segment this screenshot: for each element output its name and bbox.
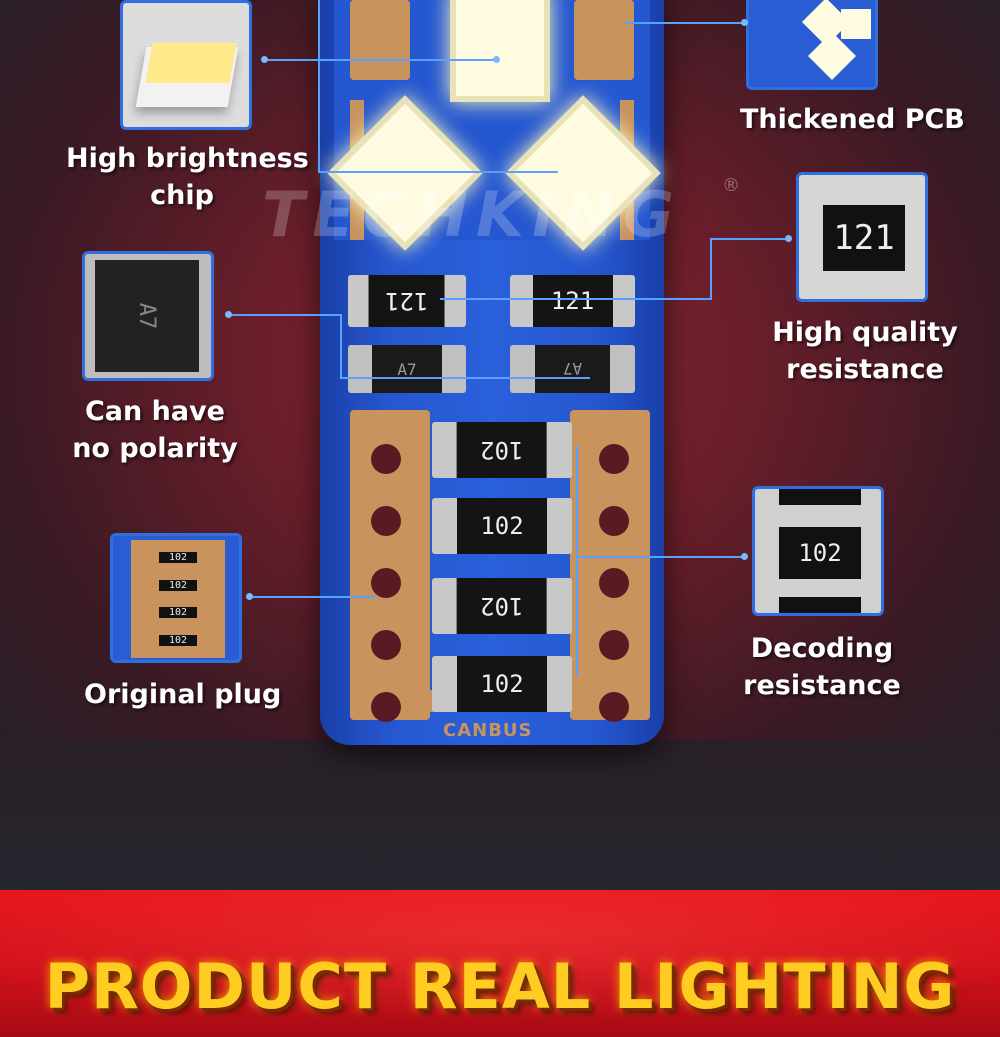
callout-line <box>440 298 712 300</box>
decoding-label: Decoding resistance <box>743 633 901 701</box>
plug-label: Original plug <box>84 679 282 710</box>
plug-hole <box>599 568 629 598</box>
chip-thumbnail <box>120 0 252 130</box>
bottom-banner <box>0 890 1000 1037</box>
plug-hole <box>371 630 401 660</box>
led-chip-top <box>450 0 550 102</box>
plug-hole <box>599 444 629 474</box>
decoding-resistor-2: 102 <box>432 498 572 554</box>
callout-line <box>250 596 375 598</box>
callout-line <box>264 59 496 61</box>
decoding-resistor-4: 102 <box>432 656 572 712</box>
plug-thumbnail: 102 102 102 102 <box>110 533 242 663</box>
decoding-resistor-1: 102 <box>432 422 572 478</box>
plug-hole <box>371 568 401 598</box>
callout-line <box>576 446 578 676</box>
plug-hole <box>371 506 401 536</box>
pcb-thumbnail <box>746 0 878 90</box>
callout-line <box>710 238 712 300</box>
callout-line <box>340 314 342 378</box>
banner-title: PRODUCT REAL LIGHTING <box>44 950 956 1023</box>
callout-dot <box>785 235 792 242</box>
resistor-121-left: 121 <box>348 275 466 327</box>
decoding-thumbnail: 102 <box>752 486 884 616</box>
plug-hole <box>599 506 629 536</box>
resistor-121-right: 121 <box>510 275 635 327</box>
callout-dot <box>261 56 268 63</box>
pcb-label: Thickened PCB <box>740 104 965 135</box>
callout-line <box>576 556 746 558</box>
callout-dot <box>493 56 500 63</box>
diode-a7-right: A7 <box>510 345 635 393</box>
callout-dot <box>246 593 253 600</box>
plug-hole <box>371 444 401 474</box>
callout-dot <box>741 19 748 26</box>
callout-line <box>340 377 590 379</box>
chip-label: High brightness chip <box>66 143 309 211</box>
callout-dot <box>225 311 232 318</box>
resistor-thumbnail: 121 <box>796 172 928 302</box>
plug-hole <box>371 692 401 722</box>
polarity-label: Can have no polarity <box>72 396 238 464</box>
plug-hole <box>599 692 629 722</box>
registered-mark: ® <box>722 175 740 196</box>
callout-line <box>318 0 320 172</box>
callout-line <box>229 314 341 316</box>
callout-line <box>318 171 558 173</box>
resistance-label: High quality resistance <box>772 317 958 385</box>
background-lower <box>0 740 1000 890</box>
callout-line <box>712 238 788 240</box>
plug-hole <box>599 630 629 660</box>
callout-dot <box>741 553 748 560</box>
callout-line <box>625 22 746 24</box>
diode-a7-left: A7 <box>348 345 466 393</box>
canbus-marking: CANBUS <box>443 720 533 741</box>
decoding-resistor-3: 102 <box>432 578 572 634</box>
brand-watermark: TECHKING <box>262 178 682 251</box>
diode-thumbnail: A7 <box>82 251 214 381</box>
